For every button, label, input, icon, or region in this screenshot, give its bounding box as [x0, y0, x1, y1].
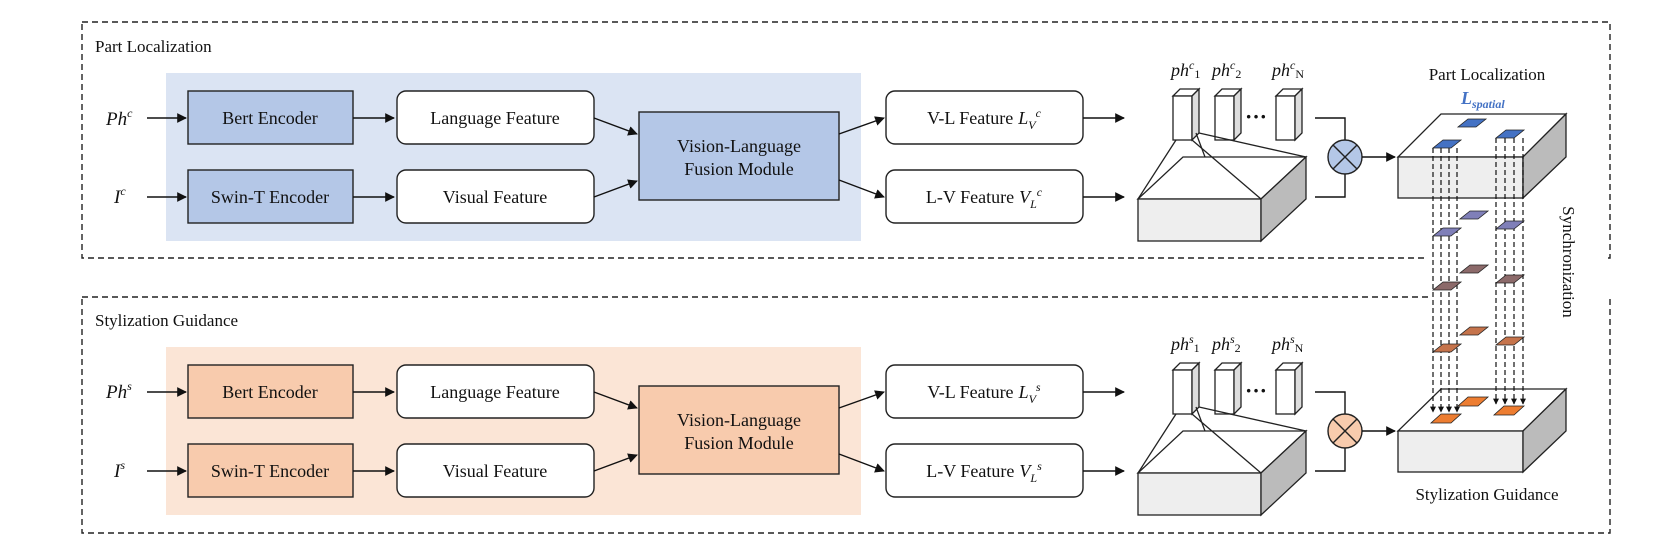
intermediate-tile — [1431, 343, 1463, 353]
intermediate-tile — [1494, 274, 1526, 284]
top-fusion-module — [638, 111, 840, 201]
bottom-token-bars — [1171, 361, 1304, 416]
top-swin-encoder-label: Swin-T Encoder — [211, 187, 329, 207]
top-text-input-label: Phc — [105, 106, 133, 130]
bottom-fusion-module — [638, 385, 840, 475]
stylization-guidance-section — [81, 296, 1611, 534]
bottom-fusion-line2: Fusion Module — [684, 433, 794, 453]
stylization-guidance-section-title: Stylization Guidance — [95, 311, 238, 330]
bottom-fusion-line1: Vision-Language — [677, 410, 801, 430]
bottom-block-tile — [1429, 413, 1463, 424]
top-feature-volume — [1136, 132, 1308, 243]
top-bert-encoder-label: Bert Encoder — [222, 108, 317, 128]
bottom-ph2-label: phs2 — [1210, 332, 1241, 355]
top-phN-label: phcN — [1270, 58, 1304, 81]
top-ph2-label: phc2 — [1210, 58, 1241, 81]
bottom-visual-feature-label: Visual Feature — [443, 461, 547, 481]
top-visual-feature-label: Visual Feature — [443, 187, 547, 207]
top-token-bars — [1171, 87, 1304, 142]
part-localization-section-title: Part Localization — [95, 37, 212, 56]
top-token-ellipsis: ··· — [1245, 104, 1267, 129]
spatial-loss-label: Lspatial — [1460, 88, 1505, 111]
top-language-feature-label: Language Feature — [430, 108, 559, 128]
bottom-phN-label: phsN — [1270, 332, 1304, 355]
top-image-input-label: Ic — [113, 184, 126, 208]
top-language-feature — [396, 90, 595, 145]
bottom-text-input-label: Phs — [105, 379, 132, 403]
top-block-tile — [1494, 129, 1526, 139]
intermediate-tile — [1458, 326, 1490, 336]
sync-dashed-lines — [1430, 138, 1526, 413]
bottom-feature-volume — [1136, 406, 1308, 517]
bottom-block-tile — [1456, 396, 1490, 407]
bottom-image-input-label: Is — [113, 458, 125, 482]
intermediate-tile — [1458, 264, 1490, 274]
bottom-language-feature — [396, 364, 595, 419]
top-output-title: Part Localization — [1429, 65, 1546, 84]
top-block-tile — [1456, 118, 1488, 128]
bottom-bert-encoder-label: Bert Encoder — [222, 382, 317, 402]
intermediate-tile — [1494, 220, 1526, 230]
intermediate-tile — [1494, 336, 1526, 346]
bottom-token-ellipsis: ··· — [1245, 378, 1267, 403]
bottom-swin-encoder-label: Swin-T Encoder — [211, 461, 329, 481]
top-output-block — [1396, 112, 1568, 200]
top-fusion-line1: Vision-Language — [677, 136, 801, 156]
bottom-language-feature-label: Language Feature — [430, 382, 559, 402]
bottom-block-tile — [1492, 405, 1526, 416]
synchronization-label: Synchronization — [1559, 206, 1578, 318]
top-ph1-label: phc1 — [1169, 58, 1200, 81]
bottom-swin-encoder — [187, 443, 354, 498]
intermediate-tile — [1458, 210, 1490, 220]
top-block-tile — [1431, 139, 1463, 149]
intermediate-tile — [1431, 227, 1463, 237]
bottom-ph1-label: phs1 — [1169, 332, 1200, 355]
intermediate-tile — [1431, 281, 1463, 291]
top-bert-encoder — [187, 90, 354, 145]
bottom-bert-encoder — [187, 364, 354, 419]
bottom-output-title: Stylization Guidance — [1415, 485, 1558, 504]
top-fusion-line2: Fusion Module — [684, 159, 794, 179]
part-localization-section — [81, 21, 1611, 259]
